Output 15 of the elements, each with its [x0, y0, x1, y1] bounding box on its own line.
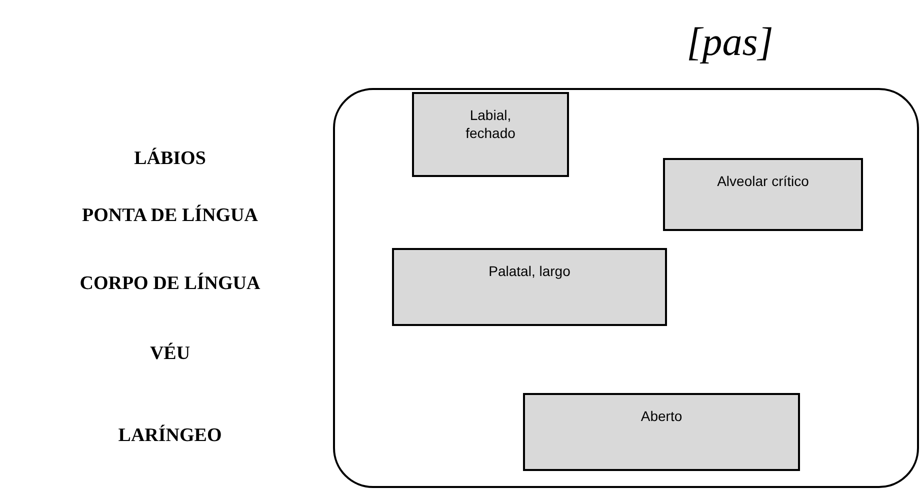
gesture-label: Palatal, largo: [488, 262, 570, 280]
gesture-box: [392, 248, 667, 326]
gesture-box: [663, 158, 863, 231]
tier-label: LARÍNGEO: [117, 425, 223, 447]
gesture-label: Aberto: [640, 407, 682, 425]
gesture-box: [412, 92, 569, 177]
tier-label: VÉU: [148, 343, 192, 365]
tier-label: PONTA DE LÍNGUA: [81, 205, 259, 227]
tier-label: CORPO DE LÍNGUA: [78, 273, 262, 295]
gesture-label: Alveolar crítico: [717, 172, 809, 190]
rounded-frame: [333, 88, 919, 488]
tier-label: LÁBIOS: [133, 148, 207, 170]
diagram-title: [pas]: [686, 18, 774, 65]
gesture-label: Labial, fechado: [464, 106, 516, 142]
gesture-box: [523, 393, 800, 471]
